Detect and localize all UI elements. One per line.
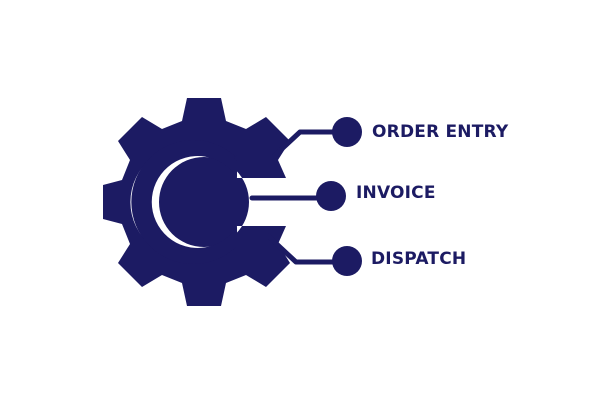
label-dispatch: DISPATCH	[371, 249, 467, 269]
node-dot-middle	[316, 181, 346, 211]
connector-line-bottom	[234, 233, 336, 265]
connector-line-top	[234, 129, 336, 161]
gear-icon	[103, 98, 290, 306]
node-dot-top	[332, 117, 362, 147]
circuit-connector-icon	[234, 129, 336, 265]
node-dot-bottom	[332, 246, 362, 276]
label-order-entry: ORDER ENTRY	[372, 122, 509, 142]
label-invoice: INVOICE	[356, 183, 436, 203]
